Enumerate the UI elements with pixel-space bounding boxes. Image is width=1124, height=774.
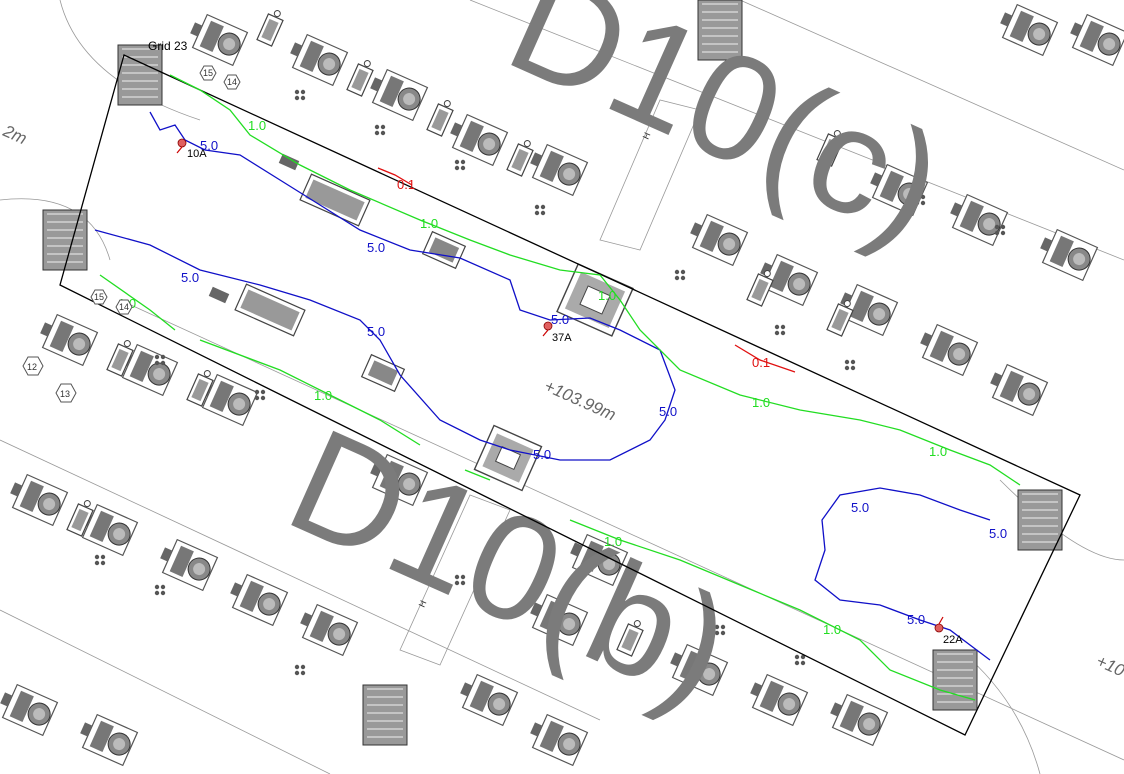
- contour-label-blue: 5.0: [181, 270, 199, 285]
- hex-tag: 15: [199, 65, 217, 81]
- hex-tag: 15: [90, 289, 108, 305]
- grid-label: Grid 23: [148, 39, 188, 53]
- contour-label-blue: 5.0: [551, 312, 569, 327]
- hex-tag: 14: [223, 74, 241, 90]
- contour-label-blue: 5.0: [533, 447, 551, 462]
- elevation-edge-label: +10: [1093, 651, 1124, 680]
- edge-left-label: 2m: [0, 121, 30, 148]
- elevation-label: +103.99m: [541, 376, 618, 424]
- contour-0-1: [377, 167, 796, 373]
- svg-text:14: 14: [119, 302, 129, 312]
- contour-label-green: 1.0: [314, 388, 332, 403]
- contour-label-blue: 5.0: [659, 404, 677, 419]
- contour-label-green: 1.0: [823, 622, 841, 637]
- contour-label-blue: 5.0: [989, 526, 1007, 541]
- site-boundary: [59, 54, 1081, 736]
- contour-label-green: 1.0: [929, 444, 947, 459]
- contour-5-0: [94, 111, 991, 661]
- contour-label-blue: 5.0: [851, 500, 869, 515]
- contour-label-green: 1.0: [604, 534, 622, 549]
- svg-text:14: 14: [227, 77, 237, 87]
- sensor-37A[interactable]: 37A: [542, 321, 572, 344]
- svg-text:15: 15: [203, 68, 213, 78]
- marker-h-lower: H: [417, 599, 429, 609]
- sensor-label: 10A: [187, 148, 207, 160]
- contour-label-green: 1.0: [752, 395, 770, 410]
- hex-tag: 12: [22, 356, 44, 376]
- marker-h-upper: H: [641, 131, 653, 141]
- contour-label-blue: 5.0: [367, 324, 385, 339]
- svg-text:12: 12: [27, 362, 37, 372]
- contour-label-green: 1.0: [248, 118, 266, 133]
- sensor-label: 22A: [943, 634, 963, 646]
- contour-label-red: 0.1: [752, 355, 770, 370]
- contour-label-red: 0.1: [397, 177, 415, 192]
- sensor-label: 37A: [552, 332, 572, 344]
- contour-label-green: 1.0: [598, 288, 616, 303]
- sensor-10A[interactable]: 10A: [176, 138, 207, 160]
- hex-tag: 14: [115, 299, 133, 315]
- svg-text:13: 13: [60, 389, 70, 399]
- contour-1-0: [99, 74, 1021, 701]
- contour-label-blue: 5.0: [200, 138, 218, 153]
- contour-label-blue: 5.0: [367, 240, 385, 255]
- sensor-22A[interactable]: 22A: [934, 616, 963, 646]
- contour-label-blue: 5.0: [907, 612, 925, 627]
- svg-text:15: 15: [94, 292, 104, 302]
- contour-label-green: 1.0: [420, 216, 438, 231]
- hex-tag: 13: [55, 383, 77, 403]
